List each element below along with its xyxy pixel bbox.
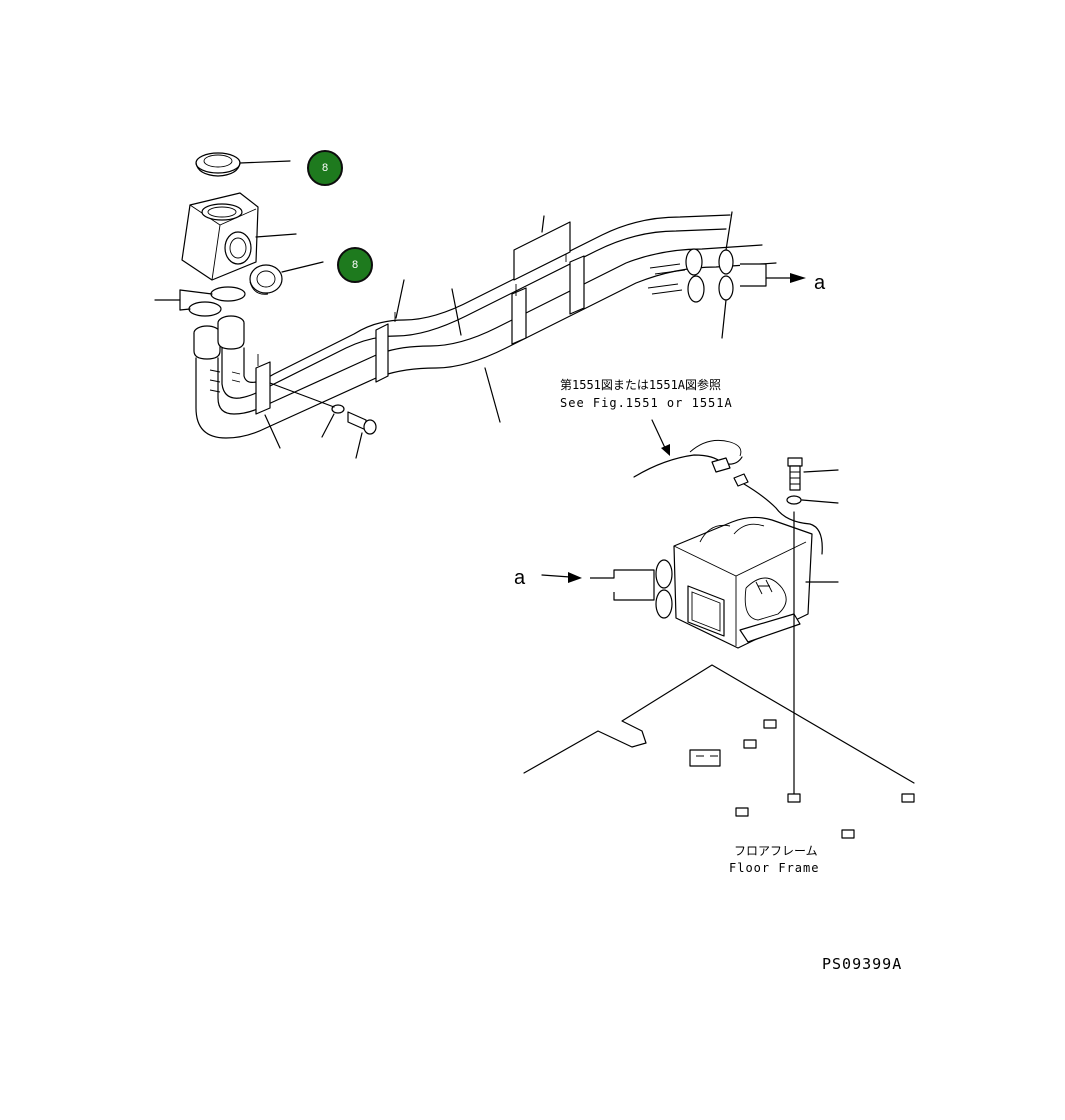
drawing-number: PS09399A — [822, 955, 902, 973]
hose-seals-right — [718, 211, 806, 339]
part-callout-badge-cap[interactable]: 8 — [307, 150, 343, 186]
reference-a-left: a — [514, 567, 526, 589]
see-figure-english: See Fig.1551 or 1551A — [560, 396, 733, 410]
floor-frame — [523, 664, 915, 839]
see-figure-japanese: 第1551図または1551A図参照 — [560, 377, 721, 392]
reference-a-top: a — [814, 272, 826, 294]
part-callout-number: 8 — [321, 162, 329, 174]
heater-unit — [655, 516, 839, 649]
heater-hose-assembly — [193, 214, 777, 439]
duct-cap-part — [195, 152, 291, 177]
bolt-washer-right — [786, 457, 839, 801]
floor-frame-label-english: Floor Frame — [729, 861, 819, 875]
vent-outlet-box-part — [181, 192, 297, 281]
heater-inlet-arrow — [541, 569, 655, 601]
part-callout-badge-grommet[interactable]: 8 — [337, 247, 373, 283]
grommet-part — [249, 261, 324, 295]
wire-harness-part — [633, 419, 823, 555]
floor-frame-label-japanese: フロアフレーム — [734, 844, 818, 858]
hose-bracket-part — [513, 215, 571, 281]
hose-clamps-part — [154, 286, 246, 317]
part-callout-number: 8 — [351, 259, 359, 271]
washer-bolt-left — [269, 382, 377, 459]
leader-lines-hoses — [264, 279, 501, 449]
